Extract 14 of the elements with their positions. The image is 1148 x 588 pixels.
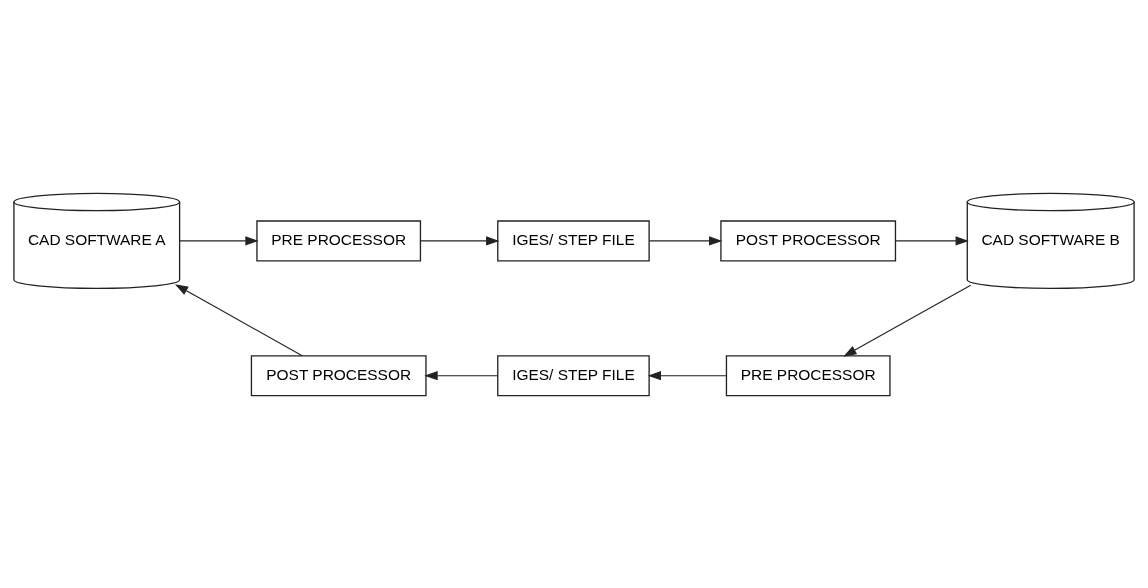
- node-box: POST PROCESSOR: [720, 219, 897, 261]
- node-box: PRE PROCESSOR: [256, 219, 422, 261]
- node-box: PRE PROCESSOR: [725, 354, 891, 396]
- node-box: IGES/ STEP FILE: [497, 354, 650, 396]
- arrow: [843, 284, 972, 357]
- arrow: [179, 235, 259, 246]
- node-box: POST PROCESSOR: [250, 354, 427, 396]
- arrow: [419, 235, 500, 246]
- arrow: [895, 235, 969, 246]
- arrow: [648, 235, 723, 246]
- arrow: [424, 370, 499, 380]
- arrow: [647, 370, 727, 380]
- node-box: IGES/ STEP FILE: [497, 219, 650, 261]
- arrow: [174, 283, 303, 356]
